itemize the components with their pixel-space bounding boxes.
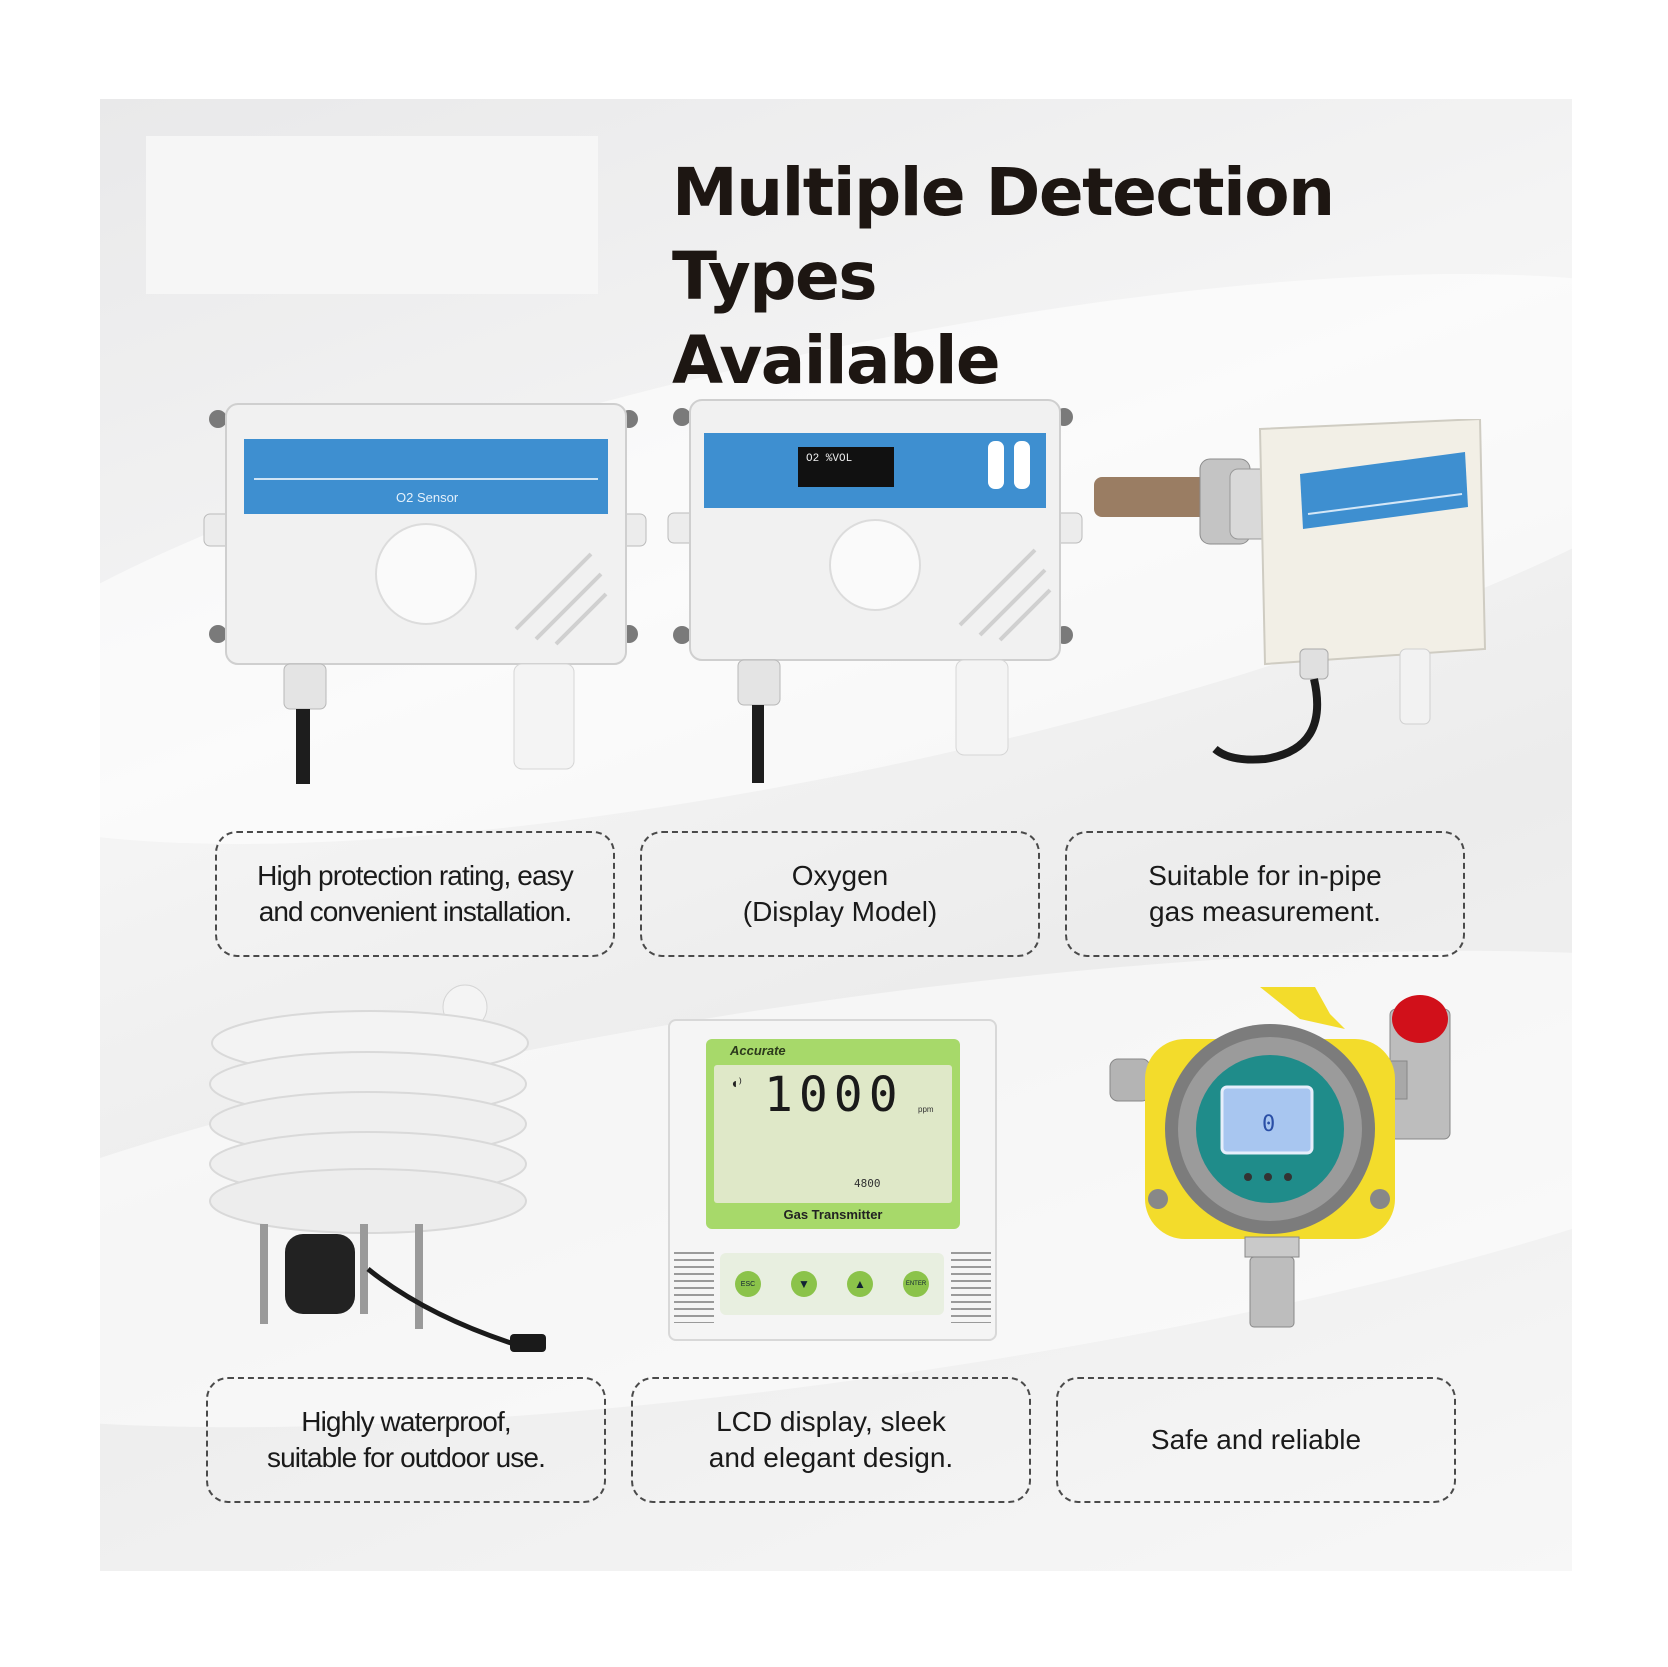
enter-button[interactable]: ENTER <box>903 1271 929 1297</box>
caption-line: High protection rating, easy <box>257 860 574 891</box>
caption-line: Suitable for in-pipe <box>1148 860 1382 891</box>
lcd-reading: 1000 <box>764 1067 904 1123</box>
caption-box: LCD display, sleek and elegant design. <box>631 1377 1031 1503</box>
caption-line: Highly waterproof, <box>301 1406 511 1437</box>
page-title: Multiple Detection Types Available <box>672 151 1532 403</box>
caption-box: Oxygen (Display Model) <box>640 831 1040 957</box>
lcd-screen: Accurate ◖⁾ 1000 ppm 4800 Gas Transmitte… <box>706 1039 960 1229</box>
vent-right <box>951 1247 991 1323</box>
blank-label-box <box>146 136 598 294</box>
caption-line: and convenient installation. <box>258 896 572 927</box>
detector-reading: 0 <box>1262 1112 1275 1137</box>
brand-label: Accurate <box>730 1043 786 1058</box>
caption-line: Oxygen <box>791 860 889 891</box>
caption-box: Safe and reliable <box>1056 1377 1456 1503</box>
caption-line: Safe and reliable <box>1150 1424 1362 1455</box>
oxygen-display-model-image: O2 %VOL <box>667 399 1083 783</box>
caption-line: suitable for outdoor use. <box>267 1442 546 1473</box>
caption-line: (Display Model) <box>742 896 938 927</box>
title-line-2: Available <box>672 322 1001 399</box>
lcd-sub-reading: 4800 <box>854 1177 881 1190</box>
caption-box: Suitable for in-pipe gas measurement. <box>1065 831 1465 957</box>
lcd-unit: ppm <box>918 1105 934 1114</box>
o2-sensor-label: O2 Sensor <box>396 490 459 505</box>
button-bar: ESC ▼ ▲ ENTER <box>720 1253 944 1315</box>
vent-left <box>674 1247 714 1323</box>
esc-button[interactable]: ESC <box>735 1271 761 1297</box>
caption-line: gas measurement. <box>1149 896 1381 927</box>
in-pipe-sensor-image <box>1094 419 1487 764</box>
content-panel: Multiple Detection Types Available O2 Se… <box>100 99 1572 1571</box>
device-name-label: Gas Transmitter <box>783 1207 883 1222</box>
outdoor-louver-sensor-image <box>209 984 546 1352</box>
up-button[interactable]: ▲ <box>847 1271 873 1297</box>
caption-line: and elegant design. <box>708 1442 954 1473</box>
caption-box: High protection rating, easy and conveni… <box>215 831 615 957</box>
oxygen-display-text: O2 %VOL <box>806 453 852 465</box>
lcd-gas-transmitter-image: Accurate ◖⁾ 1000 ppm 4800 Gas Transmitte… <box>668 1019 997 1341</box>
lcd-display: ◖⁾ 1000 ppm 4800 <box>714 1065 952 1203</box>
title-line-1: Multiple Detection Types <box>672 154 1335 315</box>
speaker-icon: ◖⁾ <box>730 1075 742 1091</box>
explosion-proof-detector-image: 0 <box>1109 987 1451 1328</box>
caption-box: Highly waterproof, suitable for outdoor … <box>206 1377 606 1503</box>
down-button[interactable]: ▼ <box>791 1271 817 1297</box>
caption-line: LCD display, sleek <box>716 1406 946 1437</box>
o2-sensor-image: O2 Sensor <box>203 403 647 784</box>
